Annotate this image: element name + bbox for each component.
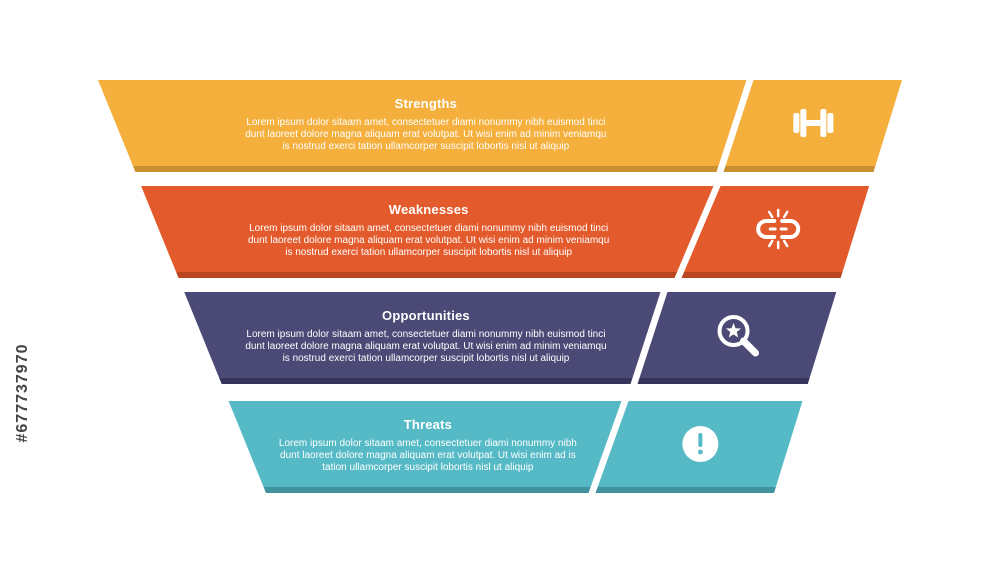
description-line: is nostrud exerci tation ullamcorper sus… <box>285 247 573 258</box>
description-line: Lorem ipsum dolor sitaam amet, consectet… <box>278 438 577 449</box>
description-line: dunt laoreet dolore magna aliquam erat v… <box>245 341 607 352</box>
description-line: dunt laoreet dolore magna aliquam erat v… <box>280 450 576 461</box>
tier-title: Opportunities <box>382 308 470 323</box>
exclamation-icon <box>682 426 719 462</box>
description-line: dunt laoreet dolore magna aliquam erat v… <box>248 235 610 246</box>
icon-panel-shadow <box>637 378 810 384</box>
dumbbell-icon <box>793 109 834 137</box>
tier-weaknesses <box>141 186 870 278</box>
tier-title: Strengths <box>394 96 458 111</box>
icon-panel <box>639 292 837 378</box>
text-panel-shadow <box>176 272 678 278</box>
description-line: Lorem ipsum dolor sitaam amet, consectet… <box>246 117 606 128</box>
description-line: tation ullamcorper suscipit lobortis nis… <box>322 462 534 473</box>
text-panel <box>228 401 622 487</box>
description-line: is nostrud exerci tation ullamcorper sus… <box>282 141 570 152</box>
tier-description: Lorem ipsum dolor sitaam amet, consectet… <box>267 438 588 474</box>
magnifier-star-icon <box>717 315 760 357</box>
description-line: dunt laoreet dolore magna aliquam erat v… <box>245 129 607 140</box>
tier-description: Lorem ipsum dolor sitaam amet, consectet… <box>180 223 678 259</box>
tier-description: Lorem ipsum dolor sitaam amet, consectet… <box>223 329 629 365</box>
text-panel-shadow <box>263 487 591 493</box>
text-panel-shadow <box>132 166 719 172</box>
description-line: Lorem ipsum dolor sitaam amet, consectet… <box>246 329 606 340</box>
description-line: is nostrud exerci tation ullamcorper sus… <box>282 353 570 364</box>
stock-id-watermark: #677737970 <box>8 328 38 458</box>
tier-title: Threats <box>403 417 453 432</box>
tier-description: Lorem ipsum dolor sitaam amet, consectet… <box>137 117 715 153</box>
icon-panel-shadow <box>595 487 776 493</box>
icon-panel-shadow <box>681 272 843 278</box>
tier-title: Weaknesses <box>388 202 469 217</box>
tier-opportunities <box>184 292 837 384</box>
text-panel <box>141 186 714 272</box>
icon-panel-shadow <box>723 166 876 172</box>
tier-strengths <box>98 80 902 172</box>
text-panel <box>184 292 661 378</box>
text-panel <box>98 80 747 166</box>
description-line: Lorem ipsum dolor sitaam amet, consectet… <box>249 223 609 234</box>
tier-threats <box>228 401 803 493</box>
stock-id-text: #677737970 <box>14 343 31 443</box>
text-panel-shadow <box>219 378 633 384</box>
broken-chain-icon <box>756 208 801 250</box>
